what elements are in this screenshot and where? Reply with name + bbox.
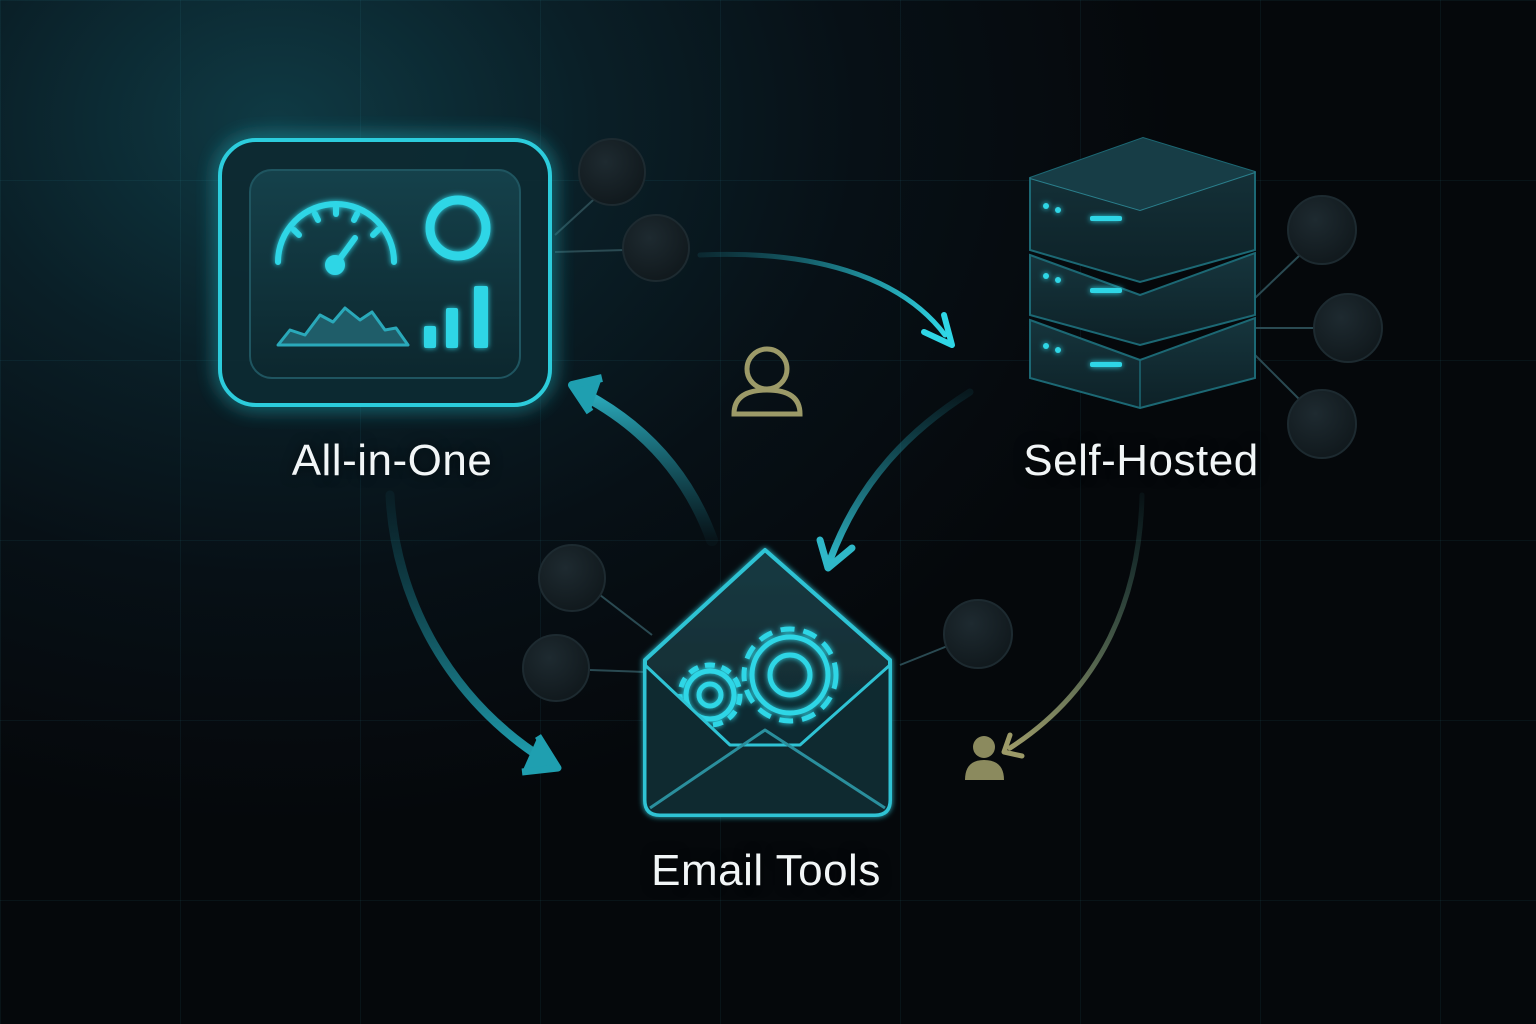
arrow-selfhosted-to-emailtools <box>816 388 974 572</box>
satellite-dots-allinone <box>554 138 690 282</box>
arrow-selfhosted-to-user <box>1001 492 1145 759</box>
user-icon <box>965 736 1004 780</box>
gauge-icon <box>275 201 397 275</box>
arrow-emailtools-to-allinone <box>568 374 718 546</box>
gears-icon <box>677 626 839 728</box>
envelope-gears-icon <box>643 548 892 817</box>
arrow-allinone-to-emailtools <box>385 490 562 776</box>
satellite-dots-selfhosted <box>1254 195 1383 459</box>
area-chart-icon <box>276 306 410 347</box>
dashboard-icon <box>218 138 552 407</box>
node-label-email-tools: Email Tools <box>651 846 881 895</box>
bar-chart-icon <box>424 286 488 348</box>
node-label-all-in-one: All-in-One <box>291 436 493 485</box>
user-icon <box>731 346 803 417</box>
server-stack-icon <box>1029 136 1256 410</box>
satellite-dots-emailtools <box>522 544 1013 702</box>
node-label-self-hosted: Self-Hosted <box>1023 436 1259 485</box>
arrow-allinone-to-selfhosted <box>697 251 955 348</box>
donut-chart-icon <box>425 195 491 261</box>
